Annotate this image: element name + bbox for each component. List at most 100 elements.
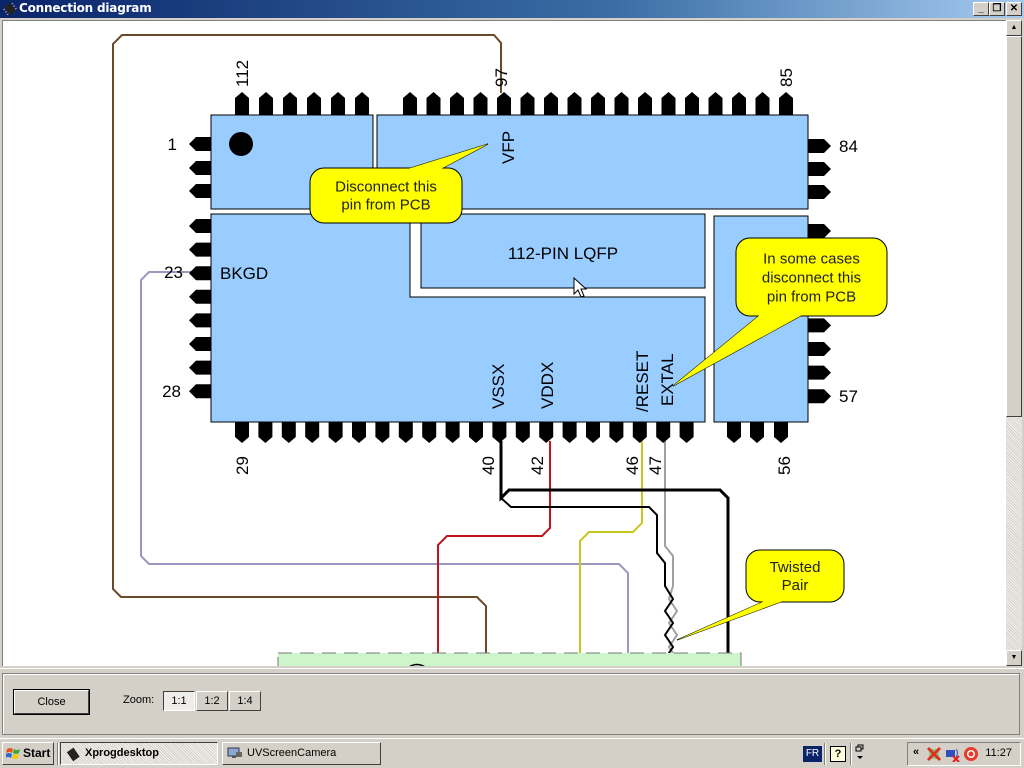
callout-text: In some cases bbox=[763, 251, 860, 268]
pin bbox=[189, 137, 211, 151]
pin bbox=[661, 92, 676, 115]
minimize-button[interactable]: _ bbox=[973, 2, 989, 16]
pin-number-right: 57 bbox=[839, 387, 858, 406]
mouse-cursor-icon bbox=[573, 276, 588, 298]
callout-text: pin from PCB bbox=[341, 197, 430, 214]
restore-button[interactable]: ❐ bbox=[989, 2, 1005, 16]
task-label: Xprogdesktop bbox=[85, 747, 159, 759]
system-tray: « 11:27 bbox=[907, 742, 1021, 766]
pin bbox=[469, 422, 483, 443]
close-icon: ✕ bbox=[1009, 3, 1019, 14]
scroll-down-button[interactable]: ▼ bbox=[1006, 650, 1022, 666]
pin bbox=[426, 92, 441, 115]
callout-bubble bbox=[735, 237, 888, 317]
pin bbox=[331, 92, 345, 115]
pin bbox=[679, 422, 694, 443]
pin bbox=[567, 92, 582, 115]
pin bbox=[708, 92, 723, 115]
chip-app-icon bbox=[3, 2, 17, 16]
scroll-up-button[interactable]: ▲ bbox=[1006, 20, 1022, 36]
screen-camera-icon bbox=[227, 747, 242, 758]
pin bbox=[189, 219, 211, 233]
scroll-thumb[interactable] bbox=[1006, 36, 1022, 417]
chip-block-label bbox=[420, 213, 706, 289]
pin bbox=[750, 422, 764, 443]
wire-black bbox=[499, 441, 730, 666]
pin bbox=[328, 422, 343, 443]
pin-number-bottom: 56 bbox=[775, 456, 794, 475]
wire-black bbox=[500, 497, 675, 666]
pin bbox=[189, 337, 211, 351]
start-button[interactable]: Start bbox=[2, 742, 54, 765]
task-label: UVScreenCamera bbox=[247, 747, 337, 759]
pin bbox=[189, 161, 211, 175]
pin bbox=[520, 92, 535, 115]
zoom-1-2-button[interactable]: 1:2 bbox=[196, 691, 228, 711]
signal-label-reset: /RESET bbox=[633, 351, 652, 412]
zoom-label: Zoom: bbox=[123, 694, 155, 706]
windows-logo-icon bbox=[6, 748, 20, 759]
task-uvscreencamera[interactable]: UVScreenCamera bbox=[222, 742, 381, 765]
pin-number-left: 23 bbox=[164, 263, 183, 282]
pin-number-bottom: 40 bbox=[479, 456, 498, 475]
language-indicator[interactable]: FR bbox=[803, 746, 822, 762]
pin bbox=[808, 185, 831, 199]
signal-label-vfp: VFP bbox=[499, 131, 518, 164]
task-xprogdesktop[interactable]: Xprogdesktop bbox=[60, 742, 218, 765]
pin bbox=[609, 422, 624, 443]
pin bbox=[727, 422, 741, 443]
pin1-marker bbox=[229, 132, 253, 156]
pin bbox=[656, 422, 671, 443]
wire-gray bbox=[664, 441, 679, 666]
pin-number-bottom: 47 bbox=[646, 456, 665, 475]
callout-text: Pair bbox=[782, 577, 809, 594]
callout-bubble bbox=[745, 549, 845, 603]
start-label: Start bbox=[23, 746, 51, 760]
taskbar-separator bbox=[850, 743, 852, 765]
show-hidden-icons-chevron[interactable]: « bbox=[913, 746, 920, 758]
minimize-icon: _ bbox=[978, 3, 984, 14]
zoom-1-1-button[interactable]: 1:1 bbox=[163, 691, 195, 711]
pin bbox=[473, 92, 488, 115]
pin bbox=[189, 289, 211, 304]
pin bbox=[562, 422, 577, 443]
connector-arc bbox=[409, 663, 425, 666]
pin bbox=[685, 92, 699, 115]
callout-text: Twisted bbox=[770, 559, 821, 576]
pin bbox=[422, 422, 437, 443]
pin-number-bottom: 42 bbox=[528, 456, 547, 475]
pin bbox=[779, 92, 793, 115]
pin bbox=[189, 184, 211, 198]
window-title: Connection diagram bbox=[19, 1, 152, 15]
desktop-toolbar-icon[interactable] bbox=[855, 744, 865, 762]
callout-text: disconnect this bbox=[762, 270, 861, 287]
wire-brown bbox=[112, 34, 502, 666]
taskbar-separator bbox=[57, 743, 59, 765]
taskbar-separator bbox=[824, 743, 826, 765]
help-icon[interactable]: ? bbox=[830, 746, 846, 762]
pin bbox=[398, 422, 413, 443]
wire-lavender bbox=[140, 271, 629, 666]
pin bbox=[189, 242, 211, 257]
pin bbox=[355, 92, 369, 115]
clock: 11:27 bbox=[985, 747, 1012, 759]
signal-label-vddx: VDDX bbox=[538, 362, 557, 409]
callout-bubble bbox=[309, 167, 463, 224]
pin bbox=[614, 92, 629, 115]
close-button[interactable]: Close bbox=[13, 689, 90, 715]
network-disconnected-icon[interactable] bbox=[926, 746, 942, 762]
zoom-1-4-button[interactable]: 1:4 bbox=[229, 691, 261, 711]
vertical-scrollbar[interactable]: ▲ ▼ bbox=[1006, 20, 1022, 666]
window-titlebar[interactable]: Connection diagram _ ❐ ✕ bbox=[0, 0, 1024, 18]
record-icon[interactable] bbox=[963, 746, 979, 762]
pin bbox=[189, 313, 211, 328]
pin bbox=[235, 92, 249, 115]
pin bbox=[808, 162, 831, 176]
wireless-disconnected-icon[interactable] bbox=[945, 746, 961, 762]
close-window-button[interactable]: ✕ bbox=[1006, 2, 1022, 16]
wires bbox=[112, 34, 742, 666]
